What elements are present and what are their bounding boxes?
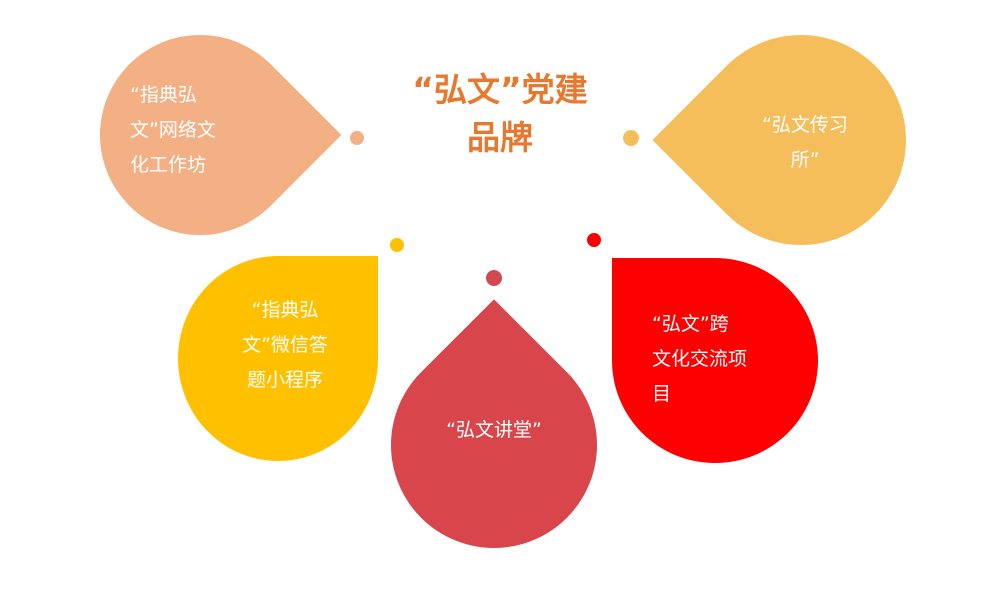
dot-light-orange bbox=[623, 130, 639, 146]
label-web-culture-workshop: “指典弘 文”网络文 化工作坊 bbox=[130, 84, 216, 176]
label-cross-cultural-project: “弘文”跨 文化交流项 目 bbox=[652, 313, 748, 405]
dot-rose-red bbox=[486, 270, 502, 286]
label-wechat-quiz-app: “指典弘 文”微信答 题小程序 bbox=[242, 299, 328, 391]
label-hongwen-institute: “弘文传习 所” bbox=[762, 114, 848, 171]
label-hongwen-lecture: “弘文讲堂” bbox=[446, 419, 542, 441]
dot-peach bbox=[350, 131, 364, 145]
diagram-title: “弘文”党建 品牌 bbox=[412, 70, 588, 157]
dot-yellow bbox=[390, 238, 404, 252]
drop-wechat-quiz-app bbox=[178, 256, 378, 461]
dot-red bbox=[587, 233, 601, 247]
drop-cross-cultural-project bbox=[612, 258, 818, 463]
